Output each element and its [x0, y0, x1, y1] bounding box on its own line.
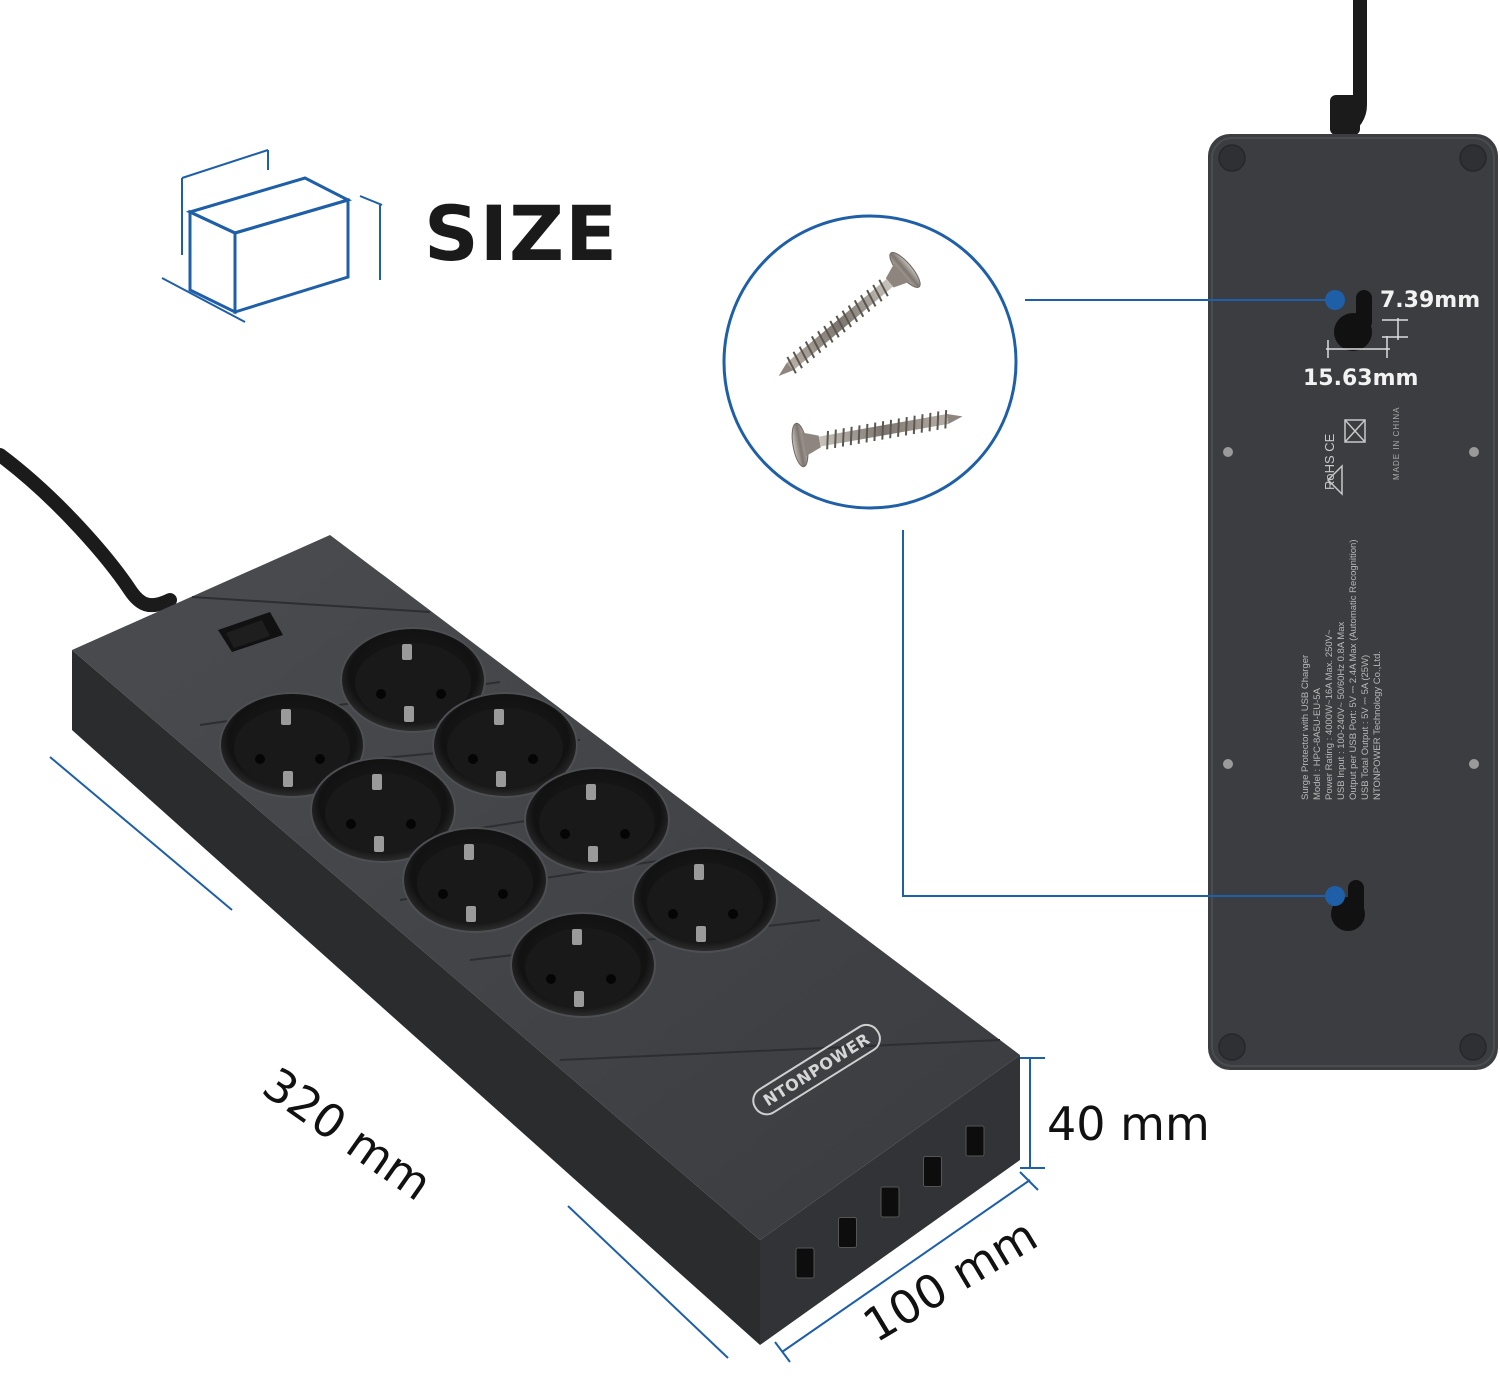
- power-cable: [0, 448, 177, 613]
- rating-label-line: USB Total Output : 5V ⎓ 5A (25W): [1360, 654, 1371, 800]
- usb-port[interactable]: [838, 1217, 857, 1248]
- rating-label-line: Output per USB Port: 5V ⎓ 2.4A Max (Auto…: [1348, 539, 1359, 800]
- height-label: 40 mm: [1047, 1097, 1210, 1151]
- keyhole-height-label: 7.39mm: [1380, 288, 1481, 313]
- rating-label-line: Surge Protector with USB Charger: [1300, 654, 1311, 800]
- usb-port[interactable]: [880, 1186, 900, 1218]
- socket-grid: [219, 627, 778, 1018]
- screw-icon: [791, 410, 963, 468]
- screw-magnifier: [722, 214, 1018, 510]
- rating-label-line: Power Rating : 4000W~16A Max. 250V~: [1324, 629, 1335, 800]
- length-dimension-line-b: [567, 1205, 729, 1359]
- usb-port[interactable]: [795, 1247, 815, 1279]
- socket-outlet[interactable]: [632, 847, 778, 953]
- power-switch[interactable]: [218, 612, 283, 652]
- screw-icon: [778, 252, 921, 377]
- section-title: SIZE: [424, 189, 619, 278]
- socket-outlet[interactable]: [219, 692, 365, 798]
- socket-outlet[interactable]: [340, 627, 486, 733]
- rating-label-line: NTONPOWER Technology Co.,Ltd.: [1372, 650, 1383, 800]
- usb-port[interactable]: [923, 1156, 942, 1187]
- socket-outlet[interactable]: [524, 767, 670, 873]
- socket-outlet[interactable]: [402, 827, 548, 933]
- keyhole-bottom: [1331, 880, 1365, 931]
- power-strip-back: [1208, 134, 1498, 1070]
- keyhole-top: [1334, 290, 1372, 351]
- socket-outlet[interactable]: [432, 692, 578, 798]
- width-dimension-line: [781, 1179, 1031, 1353]
- origin-label: MADE IN CHINA: [1392, 406, 1401, 480]
- rating-label-line: USB Input : 100-240V~ 50/60Hz 0.8A Max: [1336, 621, 1347, 800]
- usb-port[interactable]: [965, 1125, 985, 1157]
- socket-outlet[interactable]: [310, 757, 456, 863]
- certification-marks: RoHS CE: [1322, 433, 1337, 490]
- socket-outlet[interactable]: [510, 912, 656, 1018]
- keyhole-width-label: 15.63mm: [1303, 366, 1419, 391]
- rating-label: Surge Protector with USB Charger Model :…: [1300, 539, 1384, 800]
- cube-dimensions-icon: [161, 149, 383, 323]
- rating-label-line: Model : HPC-8A5U-EU-5A: [1312, 688, 1323, 800]
- usb-port-row: [795, 1125, 985, 1279]
- callout-line-bottom: [902, 530, 1335, 897]
- length-dimension-line-a: [49, 756, 233, 911]
